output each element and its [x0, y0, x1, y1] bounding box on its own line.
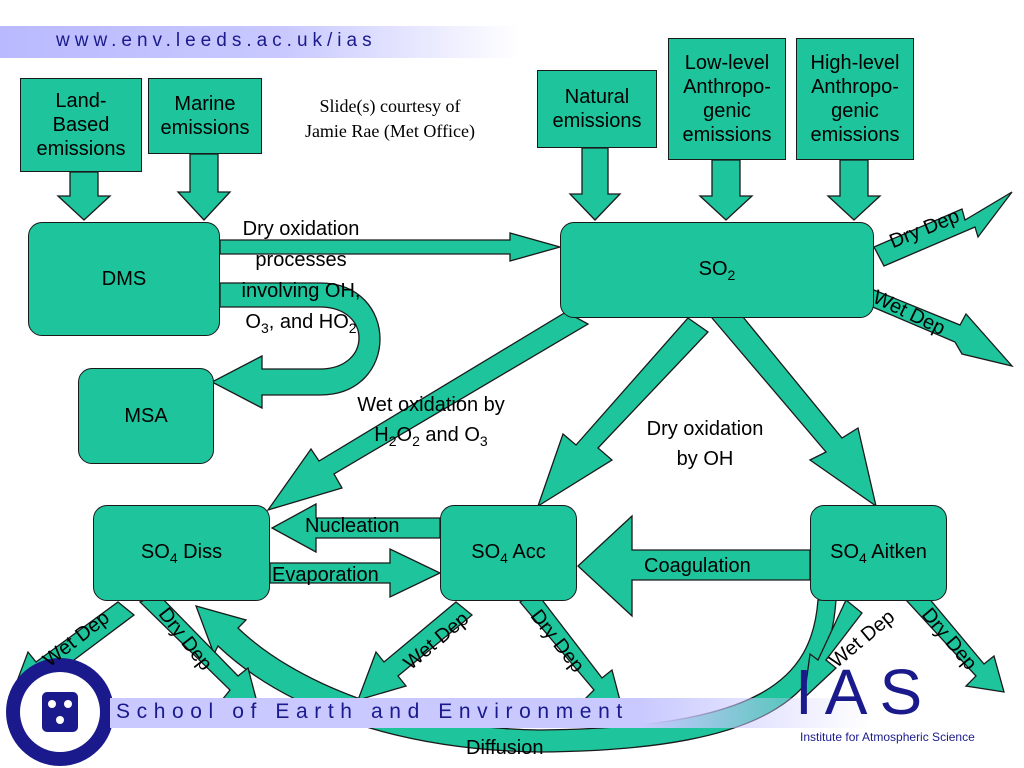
dry-ox-line-3: involving OH, [241, 280, 361, 302]
high-line-3: genic [831, 100, 879, 122]
institute-name: Institute for Atmospheric Science [800, 730, 975, 744]
header-url[interactable]: www.env.leeds.ac.uk/ias [56, 30, 377, 51]
land-line-1: Land- [55, 90, 107, 112]
courtesy-note: Slide(s) courtesy of Jamie Rae (Met Offi… [270, 94, 510, 144]
dry-oh-line-2: by OH [676, 448, 734, 470]
evaporation-label: Evaporation [272, 564, 379, 586]
courtesy-line-2: Jamie Rae (Met Office) [304, 121, 476, 142]
dry-oh-line-1: Dry oxidation [646, 418, 764, 440]
so2-wet-dep-arrow [867, 289, 1014, 368]
so4-acc-sub: 4 [500, 549, 508, 566]
footer-band [110, 698, 870, 728]
so4-aitken-node: SO4 Aitken [810, 505, 947, 601]
msa-node: MSA [78, 368, 214, 464]
so4-acc-rest: Acc [507, 540, 546, 563]
dms-node: DMS [28, 222, 220, 336]
dms-to-msa-arrow [210, 282, 381, 410]
aitken-wet-dep-arrow [803, 598, 863, 700]
school-name: School of Earth and Environment [116, 700, 629, 723]
land-line-3: emissions [36, 138, 126, 160]
marine-to-dms-arrow [176, 153, 232, 221]
so2-label-main: SO [698, 257, 728, 280]
marine-line-2: emissions [160, 117, 250, 139]
so4-diss-node: SO4 Diss [93, 505, 270, 601]
msa-label: MSA [124, 405, 168, 427]
dry-ox-line-1: Dry oxidation [242, 218, 360, 240]
nucleation-label: Nucleation [305, 515, 400, 537]
marine-line-1: Marine [174, 93, 236, 115]
so2-dry-dep-arrow [873, 191, 1013, 267]
acc-dry-dep-arrow [519, 591, 623, 709]
dry-ox-line-4: O3, and HO2 [245, 311, 357, 336]
high-line-4: emissions [810, 124, 900, 146]
low-to-so2-arrow [698, 159, 754, 221]
so4-diss-label: SO4 Diss [141, 540, 222, 567]
diffusion-arrow [194, 599, 837, 753]
high-to-so2-arrow [826, 159, 882, 221]
so4-diss-rest: Diss [177, 540, 223, 563]
so4-diss-main: SO [140, 540, 170, 563]
so4-acc-label: SO4 Acc [471, 540, 546, 567]
natural-line-1: Natural [564, 86, 630, 108]
so2-label-sub: 2 [727, 266, 736, 283]
so2-node: SO2 [560, 222, 874, 318]
diss-dry-dep-arrow [138, 593, 259, 707]
low-line-3: genic [703, 100, 751, 122]
high-line-1: High-level [810, 52, 900, 74]
wet-ox-line-1: Wet oxidation by [357, 394, 505, 416]
low-line-2: Anthropo- [683, 76, 771, 98]
aitken-dry-dep-arrow [904, 589, 1005, 693]
header-band [0, 26, 520, 58]
so4-acc-node: SO4 Acc [440, 505, 577, 601]
coagulation-arrow [577, 514, 811, 618]
evaporation-arrow [269, 547, 442, 599]
so2-label: SO2 [699, 257, 736, 284]
dry-oxidation-oh-label: Dry oxidation by OH [622, 414, 788, 474]
acc-wet-dep-arrow [356, 601, 474, 701]
dms-label: DMS [101, 268, 147, 290]
nucleation-arrow [270, 502, 441, 554]
dms-to-so2-arrow [219, 232, 563, 262]
ias-logo: IAS [795, 656, 935, 728]
low-line-1: Low-level [684, 52, 770, 74]
wet-ox-line-2: H2O2 and O3 [374, 424, 488, 449]
so4-aitken-label: SO4 Aitken [830, 540, 927, 567]
so4-diss-sub: 4 [169, 549, 178, 566]
land-line-2: Based [52, 114, 110, 136]
natural-line-2: emissions [552, 110, 642, 132]
high-line-2: Anthropo- [811, 76, 899, 98]
coagulation-label: Coagulation [644, 555, 751, 577]
so4-aitken-main: SO [830, 540, 860, 563]
natural-to-so2-arrow [568, 147, 622, 221]
low-line-4: emissions [682, 124, 772, 146]
university-seal [6, 658, 114, 766]
diffusion-label: Diffusion [466, 737, 544, 759]
courtesy-line-1: Slide(s) courtesy of [319, 96, 461, 116]
so4-aitken-sub: 4 [859, 549, 867, 566]
land-to-dms-arrow [56, 171, 112, 221]
so2-to-diss-arrow [266, 311, 590, 512]
so2-to-aitken-arrow [710, 305, 878, 508]
wet-oxidation-label: Wet oxidation by H2O2 and O3 [328, 390, 534, 452]
so2-to-acc-arrow [536, 317, 709, 508]
so4-aitken-rest: Aitken [866, 540, 927, 563]
dry-oxidation-processes-label: Dry oxidation processes involving OH, O3… [218, 214, 384, 340]
so4-acc-main: SO [471, 540, 501, 563]
dry-ox-line-2: processes [255, 249, 347, 271]
